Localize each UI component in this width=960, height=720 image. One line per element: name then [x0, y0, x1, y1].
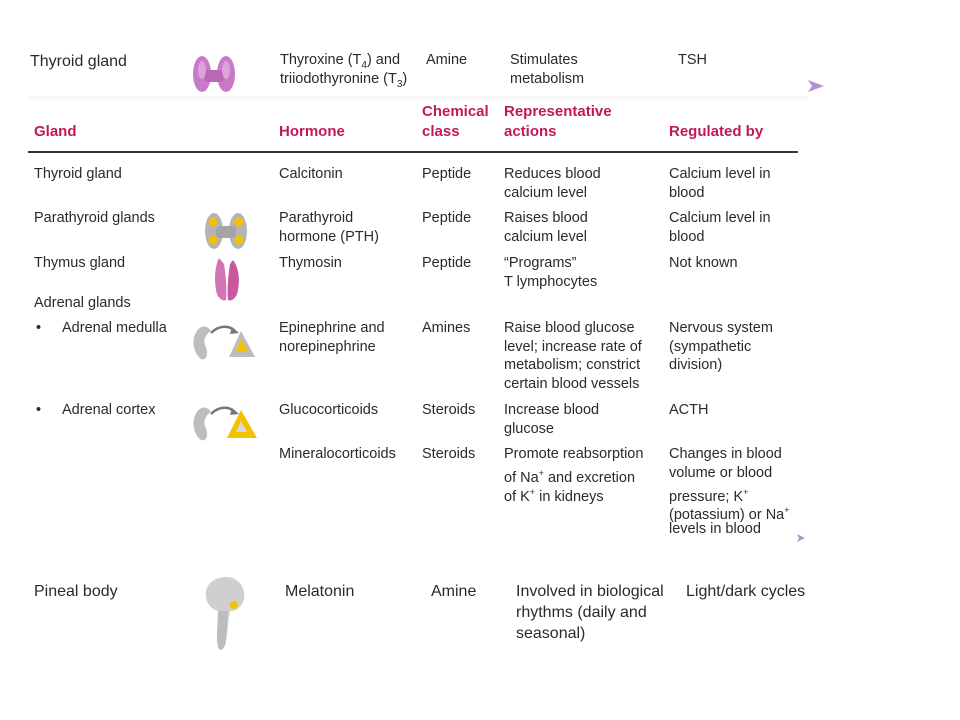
row-class: Steroids — [422, 402, 476, 418]
row-action-line2: of Na+ and excretion — [504, 468, 636, 486]
header-rule — [28, 151, 798, 153]
row-action-line2: glucose — [504, 421, 554, 437]
row-hormone: Mineralocorticoids — [279, 446, 396, 462]
row-hormone-line2: hormone (PTH) — [279, 229, 379, 245]
row-gland: Parathyroid glands — [34, 210, 155, 226]
pineal-hormone: Melatonin — [285, 583, 355, 600]
top-gland: Thyroid gland — [30, 53, 127, 70]
row-reg: Not known — [669, 255, 738, 271]
row-hormone-line2: norepinephrine — [279, 339, 376, 355]
row-bullet: • — [36, 402, 42, 418]
top-hormone-line2: triiodothyronine (T3) — [280, 71, 408, 90]
row-gland: Thyroid gland — [34, 166, 122, 182]
row-class: Amines — [422, 320, 471, 336]
row-action-line2: calcium level — [504, 185, 587, 201]
row-reg-line3: division) — [669, 357, 723, 373]
row-reg-line1: Calcium level in — [669, 166, 771, 182]
row-action-line2: T lymphocytes — [504, 274, 598, 290]
row-action-line3: of K+ in kidneys — [504, 487, 604, 505]
row-reg-line3: pressure; K+ — [669, 487, 749, 505]
row-hormone-line1: Parathyroid — [279, 210, 354, 226]
row-gland: Thymus gland — [34, 255, 126, 271]
header-shade — [28, 96, 808, 102]
row-reg-line1: Calcium level in — [669, 210, 771, 226]
row-hormone-line1: Epinephrine and — [279, 320, 385, 336]
row-reg-line2: blood — [669, 185, 705, 201]
row-reg-line1: Nervous system — [669, 320, 773, 336]
row-reg-line2: blood — [669, 229, 705, 245]
row-action-line1: Raise blood glucose — [504, 320, 635, 336]
row-reg: ACTH — [669, 402, 709, 418]
row-reg-line4: (potassium) or Na+ — [669, 505, 790, 523]
adrenal-medulla-icon — [193, 325, 255, 360]
row-action-line1: Promote reabsorption — [504, 446, 644, 462]
top-action-line2: metabolism — [510, 71, 585, 87]
header-regulated: Regulated by — [669, 123, 764, 140]
thymus-gland-icon — [215, 258, 239, 301]
header-class-line1: Chemical — [422, 103, 489, 120]
parathyroid-glands-icon — [205, 213, 247, 249]
header-class-line2: class — [422, 123, 460, 140]
row-hormone: Glucocorticoids — [279, 402, 379, 418]
pineal-action-line2: rhythms (daily and — [516, 604, 647, 621]
row-class: Steroids — [422, 446, 476, 462]
header-gland: Gland — [34, 123, 77, 140]
pineal-gland: Pineal body — [34, 583, 118, 600]
pointer-arrow-icon — [808, 80, 824, 92]
pineal-body-icon — [205, 577, 245, 650]
row-action-line4: certain blood vessels — [504, 376, 640, 392]
header-actions-line1: Representative — [504, 103, 612, 120]
header-actions-line2: actions — [504, 123, 557, 140]
adrenal-group-label: Adrenal glands — [34, 295, 131, 311]
top-class: Amine — [426, 52, 468, 68]
row-action-line1: Raises blood — [504, 210, 588, 226]
row-hormone: Calcitonin — [279, 166, 343, 182]
row-bullet: • — [36, 320, 42, 336]
row-gland: Adrenal medulla — [62, 320, 167, 336]
pineal-action-line3: seasonal) — [516, 625, 586, 642]
top-hormone-line1: Thyroxine (T4) and — [280, 52, 401, 71]
pineal-action-line1: Involved in biological — [516, 583, 664, 600]
row-action-line2: calcium level — [504, 229, 587, 245]
row-hormone: Thymosin — [279, 255, 342, 271]
row-action-line2: level; increase rate of — [504, 339, 642, 355]
pineal-regulated: Light/dark cycles — [686, 583, 806, 600]
thyroid-gland-icon — [193, 56, 235, 92]
row-action-line1: Increase blood — [504, 402, 600, 418]
top-regulated: TSH — [678, 52, 707, 68]
top-action-line1: Stimulates — [510, 52, 578, 68]
adrenal-cortex-icon — [193, 406, 257, 441]
row-reg-line2: volume or blood — [669, 465, 773, 481]
row-action-line1: Reduces blood — [504, 166, 601, 182]
row-reg-line5: levels in blood — [669, 521, 761, 537]
row-class: Peptide — [422, 255, 472, 271]
row-gland: Adrenal cortex — [62, 402, 156, 418]
row-reg-line2: (sympathetic — [669, 339, 752, 355]
row-action-line1: “Programs” — [504, 255, 577, 271]
row-action-line3: metabolism; constrict — [504, 357, 641, 373]
row-class: Peptide — [422, 166, 472, 182]
header-hormone: Hormone — [279, 123, 345, 140]
pineal-class: Amine — [431, 583, 477, 600]
row-class: Peptide — [422, 210, 472, 226]
row-reg-line1: Changes in blood — [669, 446, 782, 462]
pointer-arrow-icon — [797, 534, 805, 542]
